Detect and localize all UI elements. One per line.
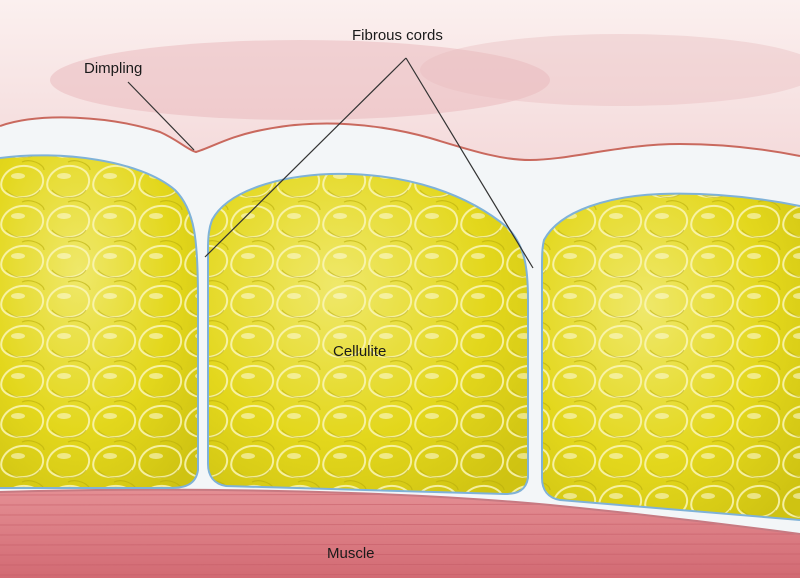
fibrous-cord-leader-right xyxy=(405,57,534,269)
fibrous-cords-label: Fibrous cords xyxy=(352,27,443,44)
fibrous-cord-leader-left xyxy=(204,57,407,258)
dimpling-leader xyxy=(127,81,195,151)
muscle-label: Muscle xyxy=(327,545,375,562)
cellulite-label: Cellulite xyxy=(333,343,387,360)
fat-lobule-left xyxy=(0,154,199,489)
skin-surface-edge xyxy=(0,116,800,162)
dimpling-label: Dimpling xyxy=(84,60,143,77)
leader-lines xyxy=(127,57,534,269)
fat-lobule-right xyxy=(541,192,800,521)
fat-lobule-middle xyxy=(207,172,529,496)
